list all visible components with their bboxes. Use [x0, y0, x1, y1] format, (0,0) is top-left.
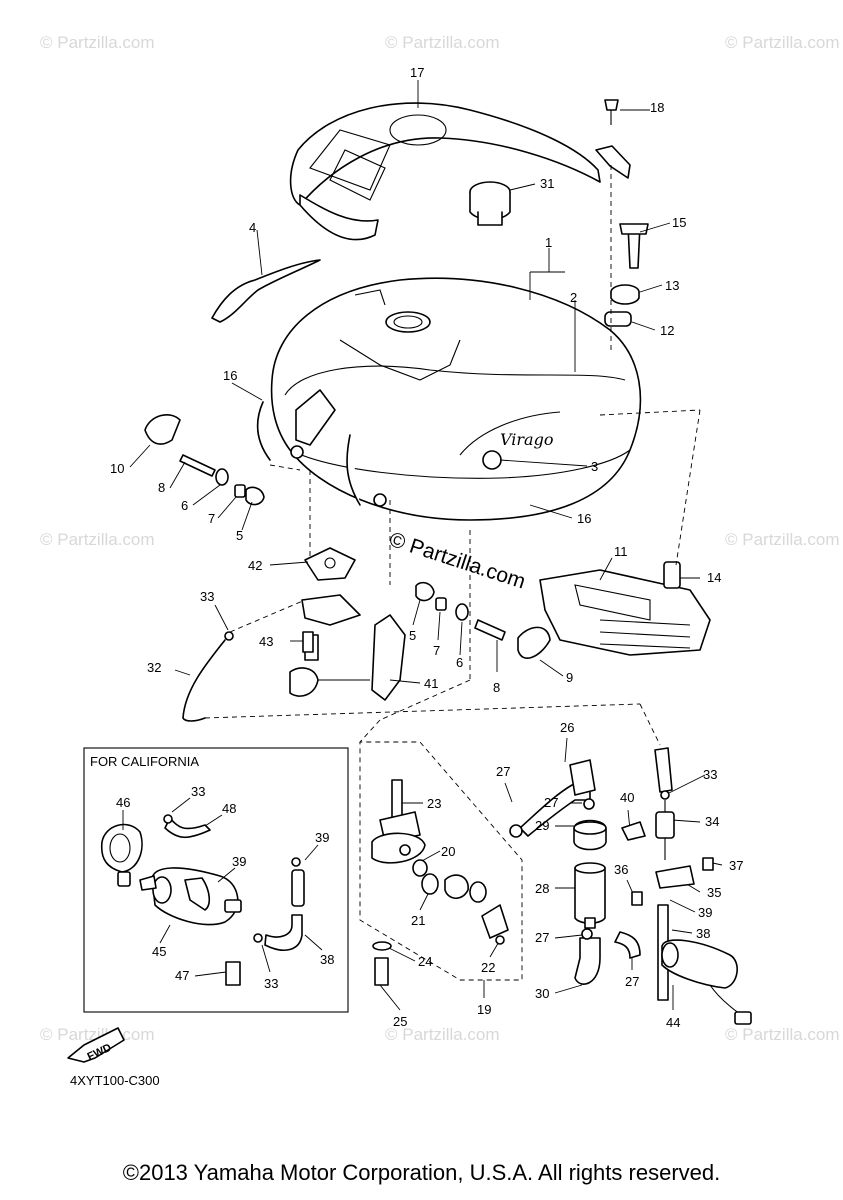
- callout-10: 10: [110, 461, 124, 476]
- callout-8-right: 8: [493, 680, 500, 695]
- diagram-code: 4XYT100-C300: [70, 1073, 160, 1088]
- callout-48: 48: [222, 801, 236, 816]
- clip-part-18: [595, 99, 631, 179]
- callout-17: 17: [410, 65, 424, 80]
- callout-28: 28: [535, 881, 549, 896]
- watermark: © Partzilla.com: [725, 530, 840, 549]
- callout-27-bottom: 27: [625, 974, 639, 989]
- callout-2: 2: [570, 290, 577, 305]
- tank-cover-part-17: [289, 102, 601, 241]
- right-mount-hardware: [604, 223, 649, 327]
- callout-30: 30: [535, 986, 549, 1001]
- callout-38-cal: 38: [320, 952, 334, 967]
- breather-hose-part-16: [256, 401, 361, 506]
- tank-brand-script: Virago: [500, 430, 553, 449]
- callout-9: 9: [566, 670, 573, 685]
- callout-8-left: 8: [158, 480, 165, 495]
- callout-18: 18: [650, 100, 664, 115]
- callout-39-cal-top: 39: [315, 830, 329, 845]
- left-mount-hardware: [144, 414, 265, 506]
- callout-6-right: 6: [456, 655, 463, 670]
- fuel-tank-part-1: Virago: [270, 277, 642, 521]
- callout-43: 43: [259, 634, 273, 649]
- callout-33-right: 33: [703, 767, 717, 782]
- watermark: © Partzilla.com: [385, 33, 500, 52]
- callout-27-mid: 27: [544, 795, 558, 810]
- callout-25: 25: [393, 1014, 407, 1029]
- callout-5-left: 5: [236, 528, 243, 543]
- callout-26: 26: [560, 720, 574, 735]
- callout-11: 11: [614, 544, 628, 559]
- callout-45: 45: [152, 944, 166, 959]
- watermark: © Partzilla.com: [40, 530, 155, 549]
- callout-21: 21: [411, 913, 425, 928]
- watermark: © Partzilla.com: [40, 33, 155, 52]
- callout-33-cal-bottom: 33: [264, 976, 278, 991]
- callout-6-left: 6: [181, 498, 188, 513]
- callout-23: 23: [427, 796, 441, 811]
- emblem-part-4: [211, 259, 321, 323]
- callout-29: 29: [535, 818, 549, 833]
- callout-20: 20: [441, 844, 455, 859]
- callout-46: 46: [116, 795, 130, 810]
- callout-38-right: 38: [696, 926, 710, 941]
- callout-13: 13: [665, 278, 679, 293]
- callout-27-lower: 27: [535, 930, 549, 945]
- sender-assembly: [289, 547, 406, 701]
- callout-40: 40: [620, 790, 634, 805]
- callout-34: 34: [705, 814, 719, 829]
- callout-39-right: 39: [698, 905, 712, 920]
- pump-assembly-right: [621, 747, 752, 1025]
- callout-7-right: 7: [433, 643, 440, 658]
- callout-16-top: 16: [223, 368, 237, 383]
- callout-14: 14: [707, 570, 721, 585]
- watermark: © Partzilla.com: [385, 1025, 500, 1044]
- protector-part-11: [539, 569, 711, 656]
- callout-31: 31: [540, 176, 554, 191]
- bolt-part-43: [302, 631, 314, 653]
- callout-3: 3: [591, 459, 598, 474]
- callout-27-top: 27: [496, 764, 510, 779]
- callout-labels: 17 18 31 15 4 1 13 2 12 16 10 3 8 6 7 5 …: [110, 65, 743, 1030]
- callout-32: 32: [147, 660, 161, 675]
- watermark: © Partzilla.com: [725, 33, 840, 52]
- guide-lines: [204, 165, 701, 981]
- damper-part-14: [663, 561, 681, 589]
- callout-42: 42: [248, 558, 262, 573]
- right-mount-hardware-lower: [415, 581, 551, 659]
- callout-12: 12: [660, 323, 674, 338]
- fuel-filter-assembly: [509, 759, 641, 985]
- overflow-hose-part-32: [182, 631, 234, 722]
- callout-39-cal: 39: [232, 854, 246, 869]
- callout-7-left: 7: [208, 511, 215, 526]
- california-inset: FOR CALIFORNIA: [83, 747, 349, 1013]
- callout-35: 35: [707, 885, 721, 900]
- watermarks: © Partzilla.com © Partzilla.com © Partzi…: [40, 33, 840, 1044]
- callout-22: 22: [481, 960, 495, 975]
- callout-44: 44: [666, 1015, 680, 1030]
- watermark-main: © Partzilla.com: [386, 528, 528, 594]
- watermark: © Partzilla.com: [725, 1025, 840, 1044]
- petcock-assembly: [371, 779, 509, 986]
- callout-47: 47: [175, 968, 189, 983]
- callout-33-cal-top: 33: [191, 784, 205, 799]
- callout-37: 37: [729, 858, 743, 873]
- callout-19: 19: [477, 1002, 491, 1017]
- watermark: © Partzilla.com: [40, 1025, 155, 1044]
- copyright-notice: ©2013 Yamaha Motor Corporation, U.S.A. A…: [122, 1160, 721, 1185]
- callout-24: 24: [418, 954, 432, 969]
- callout-15: 15: [672, 215, 686, 230]
- fuel-cap-part-31: [469, 181, 511, 226]
- callout-4: 4: [249, 220, 256, 235]
- callout-1: 1: [545, 235, 552, 250]
- partzilla-watermark: © Partzilla.com: [386, 528, 528, 594]
- california-title: FOR CALIFORNIA: [90, 754, 199, 769]
- callout-36: 36: [614, 862, 628, 877]
- callout-41: 41: [424, 676, 438, 691]
- callout-33-top: 33: [200, 589, 214, 604]
- callout-16-bottom: 16: [577, 511, 591, 526]
- callout-5-right: 5: [409, 628, 416, 643]
